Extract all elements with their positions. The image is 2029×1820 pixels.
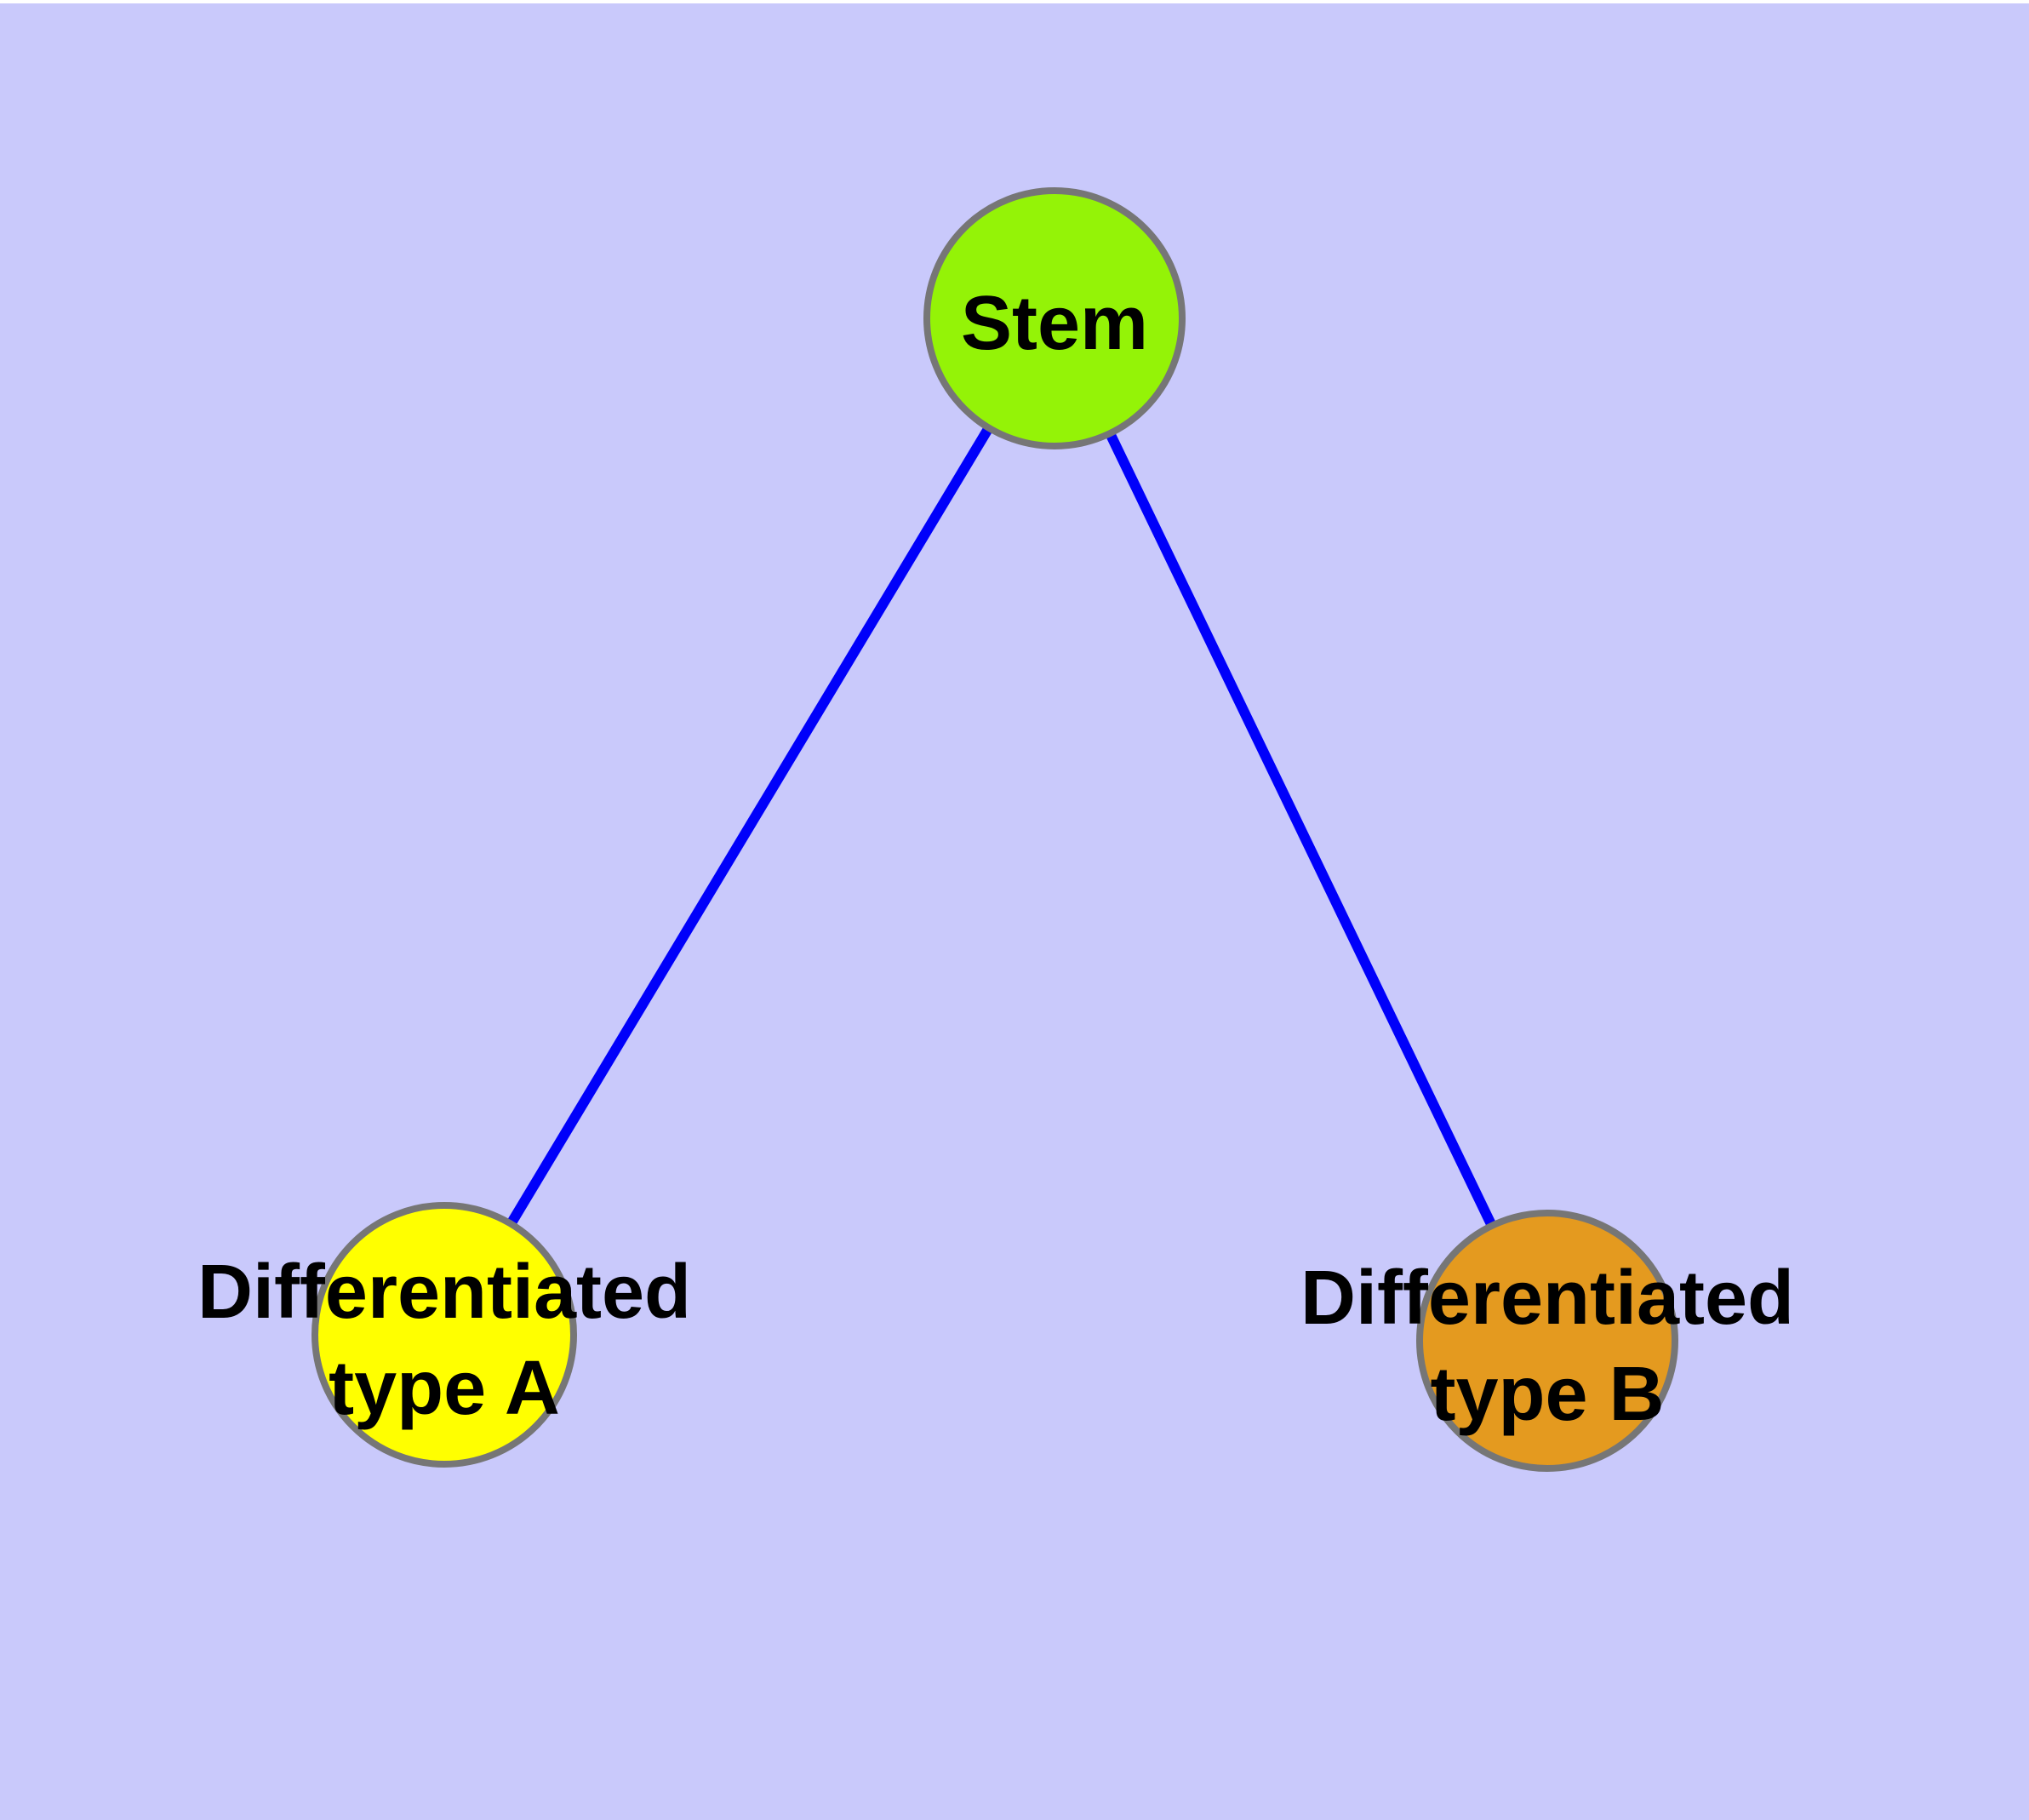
edge-stem-to-differentiated-type-a	[439, 315, 1060, 1338]
node-label-line: Differentiated	[1300, 1256, 1794, 1341]
node-stem	[923, 187, 1186, 449]
node-differentiated-type-b	[1416, 1210, 1678, 1472]
node-label-stem: Stem	[961, 281, 1148, 366]
node-label-line: type B	[1430, 1352, 1664, 1437]
edge-stem-to-differentiated-type-b	[1049, 316, 1552, 1343]
node-label-line: Differentiated	[197, 1250, 691, 1335]
node-label-line: Stem	[961, 281, 1148, 366]
node-label-differentiated-type-a: Differentiated type A	[197, 1250, 691, 1431]
node-differentiated-type-a	[311, 1202, 577, 1468]
node-label-differentiated-type-b: Differentiated type B	[1300, 1256, 1794, 1437]
node-label-line: type A	[329, 1346, 560, 1431]
